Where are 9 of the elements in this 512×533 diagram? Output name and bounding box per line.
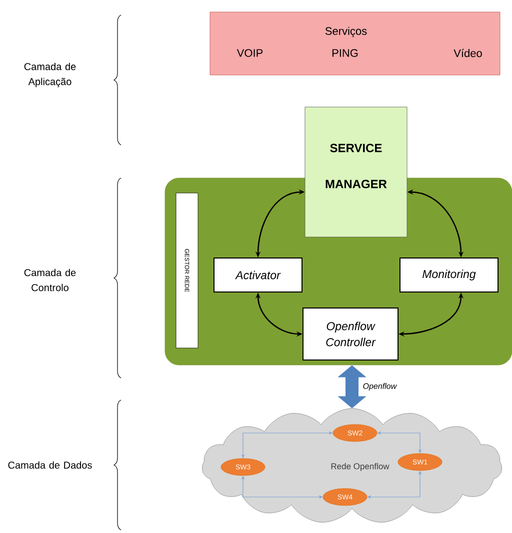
- module-box: Monitoring: [400, 258, 498, 292]
- module-box: Openflow Controller: [302, 308, 398, 360]
- service-manager-box: SERVICE MANAGER: [304, 106, 408, 238]
- layer-label: Camada de Aplicação: [24, 62, 76, 88]
- services-box: Serviços VOIP PING Vídeo: [210, 12, 500, 76]
- layer-label: Camada de Controlo: [24, 268, 76, 292]
- module-box: Activator: [214, 258, 302, 292]
- layer-label: Camada de Dados: [8, 461, 92, 469]
- edge-label: Openflow: [363, 383, 397, 390]
